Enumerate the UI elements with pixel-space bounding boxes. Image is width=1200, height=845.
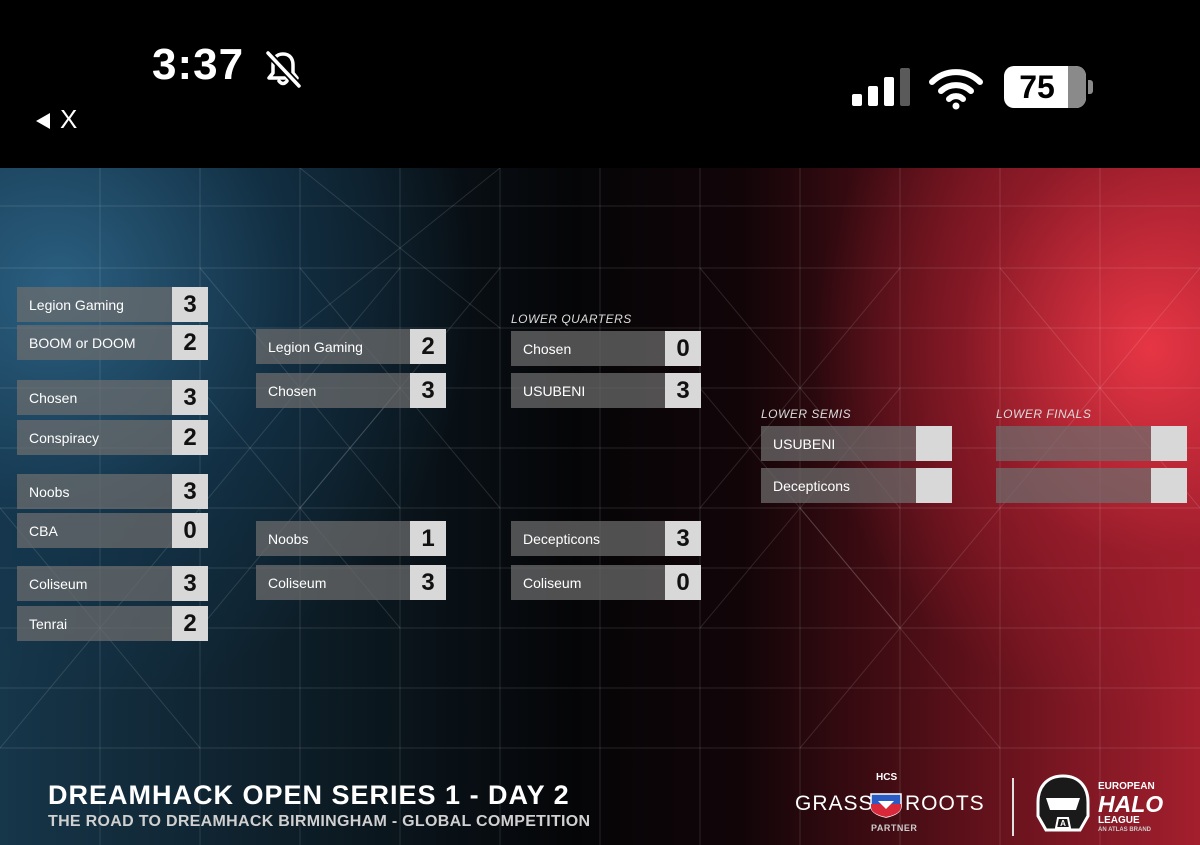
- match-slot: BOOM or DOOM 2: [17, 325, 208, 360]
- match-slot: [996, 468, 1187, 503]
- team-score: [916, 468, 952, 503]
- partner-text: PARTNER: [871, 823, 918, 833]
- lower-finals-label: LOWER FINALS: [996, 407, 1092, 421]
- team-name: Coliseum: [523, 574, 582, 591]
- team-score: [1151, 468, 1187, 503]
- lower-quarters-label: LOWER QUARTERS: [511, 312, 632, 326]
- bell-slash-icon: [265, 50, 302, 89]
- team-name: Decepticons: [523, 530, 601, 547]
- clock: 3:37: [152, 40, 245, 89]
- team-name: Chosen: [523, 340, 572, 357]
- team-name: Conspiracy: [29, 429, 100, 446]
- battery-level: 75: [1019, 68, 1055, 105]
- team-score: 3: [665, 373, 701, 408]
- back-label: X: [60, 104, 78, 134]
- team-name: Chosen: [29, 389, 78, 406]
- team-score: 1: [410, 521, 446, 556]
- team-score: 0: [172, 513, 208, 548]
- roots-text: ROOTS: [905, 792, 985, 815]
- match-slot: Chosen 0: [511, 331, 701, 366]
- cellular-signal-icon: [852, 68, 910, 106]
- match-slot: Conspiracy 2: [17, 420, 208, 455]
- match-slot: Legion Gaming 2: [256, 329, 446, 364]
- team-name: Coliseum: [268, 574, 327, 591]
- team-name: USUBENI: [523, 382, 586, 399]
- wifi-icon: [929, 69, 983, 110]
- bracket-graphic: Legion Gaming 3 BOOM or DOOM 2 Chosen 3 …: [0, 168, 1200, 845]
- team-name: BOOM or DOOM: [29, 334, 136, 351]
- hcs-text: HCS: [876, 772, 898, 783]
- logo-divider: [1012, 778, 1014, 836]
- svg-text:A: A: [1060, 819, 1066, 828]
- team-score: [1151, 426, 1187, 461]
- team-score: 3: [172, 287, 208, 322]
- team-name: Legion Gaming: [29, 296, 124, 313]
- team-score: 3: [172, 474, 208, 509]
- team-score: 0: [665, 565, 701, 600]
- match-slot: Tenrai 2: [17, 606, 208, 641]
- team-score: 2: [410, 329, 446, 364]
- team-name: CBA: [29, 522, 58, 539]
- team-score: 3: [172, 566, 208, 601]
- battery-indicator: 75: [1004, 66, 1086, 108]
- match-slot: Chosen 3: [17, 380, 208, 415]
- team-score: 3: [172, 380, 208, 415]
- match-slot: CBA 0: [17, 513, 208, 548]
- match-slot: Coliseum 3: [17, 566, 208, 601]
- match-slot: Decepticons: [761, 468, 952, 503]
- league-line3: LEAGUE: [1098, 815, 1140, 826]
- event-subtitle: THE ROAD TO DREAMHACK BIRMINGHAM - GLOBA…: [48, 813, 591, 830]
- match-slot: USUBENI 3: [511, 373, 701, 408]
- team-score: 3: [410, 373, 446, 408]
- team-name: Noobs: [29, 483, 70, 500]
- team-score: 3: [410, 565, 446, 600]
- team-score: 0: [665, 331, 701, 366]
- team-score: 3: [665, 521, 701, 556]
- team-name: Chosen: [268, 382, 317, 399]
- match-slot: [996, 426, 1187, 461]
- grass-text: GRASS: [795, 792, 874, 815]
- team-score: 2: [172, 420, 208, 455]
- league-line2: HALO: [1098, 791, 1164, 817]
- team-name: Tenrai: [29, 615, 68, 632]
- team-name: Coliseum: [29, 575, 88, 592]
- team-name: Noobs: [268, 530, 309, 547]
- back-arrow-icon: [36, 113, 50, 130]
- match-slot: Coliseum 3: [256, 565, 446, 600]
- battery-tip: [1088, 80, 1093, 94]
- team-name: USUBENI: [773, 435, 836, 452]
- back-to-app-button[interactable]: X: [36, 104, 77, 135]
- match-slot: Coliseum 0: [511, 565, 701, 600]
- league-line1: EUROPEAN: [1098, 781, 1155, 792]
- team-name: Legion Gaming: [268, 338, 363, 355]
- league-line4: AN ATLAS BRAND: [1098, 827, 1151, 833]
- team-score: 2: [172, 325, 208, 360]
- team-score: [916, 426, 952, 461]
- match-slot: Chosen 3: [256, 373, 446, 408]
- match-slot: Legion Gaming 3: [17, 287, 208, 322]
- event-title: DREAMHACK OPEN SERIES 1 - DAY 2: [48, 780, 570, 810]
- lower-semis-label: LOWER SEMIS: [761, 407, 852, 421]
- status-bar: 3:37 X 75: [0, 0, 1200, 168]
- match-slot: Noobs 3: [17, 474, 208, 509]
- match-slot: USUBENI: [761, 426, 952, 461]
- match-slot: Decepticons 3: [511, 521, 701, 556]
- halo-helmet-icon: A: [1036, 774, 1090, 832]
- grass-roots-emblem-icon: [870, 793, 902, 818]
- match-slot: Noobs 1: [256, 521, 446, 556]
- team-name: Decepticons: [773, 477, 851, 494]
- team-score: 2: [172, 606, 208, 641]
